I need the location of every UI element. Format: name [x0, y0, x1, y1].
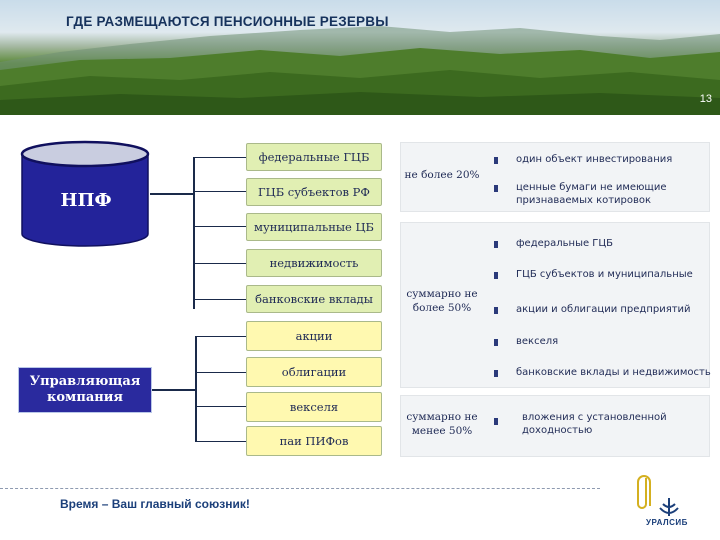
connector-line — [150, 193, 194, 195]
bullet-icon — [494, 272, 498, 279]
asset-box: ГЦБ субъектов РФ — [246, 178, 382, 206]
uralsib-logo-icon — [659, 498, 679, 516]
asset-box: муниципальные ЦБ — [246, 213, 382, 241]
list-item: векселя — [516, 336, 559, 347]
bullet-icon — [494, 241, 498, 248]
connector-line — [193, 157, 195, 309]
limit-panel-20 — [400, 142, 710, 212]
connector-line — [195, 441, 246, 442]
bullet-icon — [494, 185, 498, 192]
footer-slogan: Время – Ваш главный союзник! — [60, 497, 250, 511]
bullet-icon — [494, 370, 498, 377]
limit-panel-50-min — [400, 395, 710, 457]
list-item: один объект инвестирования — [516, 154, 673, 165]
bullet-icon — [494, 157, 498, 164]
header-banner — [0, 0, 720, 115]
asset-box: паи ПИФов — [246, 426, 382, 456]
asset-box: недвижимость — [246, 249, 382, 277]
npf-cylinder-icon — [20, 140, 150, 247]
limit-panel-50-max — [400, 222, 710, 388]
paperclip-icon — [637, 475, 651, 509]
page-title: ГДЕ РАЗМЕЩАЮТСЯ ПЕНСИОННЫЕ РЕЗЕРВЫ — [66, 14, 389, 29]
limit-text-50-min: суммарно не менее 50% — [406, 411, 478, 437]
asset-box: федеральные ГЦБ — [246, 143, 382, 171]
footer-divider — [0, 488, 600, 489]
connector-line — [193, 191, 246, 192]
connector-line — [152, 389, 196, 391]
asset-box: облигации — [246, 357, 382, 387]
connector-line — [195, 336, 197, 442]
asset-box: банковские вклады — [246, 285, 382, 313]
connector-line — [193, 157, 246, 158]
connector-line — [195, 372, 246, 373]
list-item: вложения с установленной доходностью — [522, 412, 667, 436]
connector-line — [195, 336, 246, 337]
landscape-image — [0, 26, 720, 115]
list-item: банковские вклады и недвижимость — [516, 367, 711, 378]
connector-line — [195, 406, 246, 407]
npf-label: НПФ — [60, 190, 112, 211]
list-item: ГЦБ субъектов и муниципальные — [516, 269, 693, 280]
connector-line — [193, 299, 246, 300]
list-item: ценные бумаги не имеющие признаваемых ко… — [516, 182, 667, 206]
connector-line — [193, 226, 246, 227]
bullet-icon — [494, 339, 498, 346]
limit-text-20: не более 20% — [404, 169, 480, 181]
bullet-icon — [494, 307, 498, 314]
list-item: федеральные ГЦБ — [516, 238, 614, 249]
page-number: 13 — [699, 93, 712, 105]
list-item: акции и облигации предприятий — [516, 304, 691, 315]
asset-box: векселя — [246, 392, 382, 422]
logo-text: УРАЛСИБ — [646, 518, 688, 527]
asset-box: акции — [246, 321, 382, 351]
limit-text-50-max: суммарно не более 50% — [406, 288, 478, 314]
bullet-icon — [494, 418, 498, 425]
connector-line — [193, 263, 246, 264]
management-company-box: Управляющая компания — [18, 367, 152, 413]
